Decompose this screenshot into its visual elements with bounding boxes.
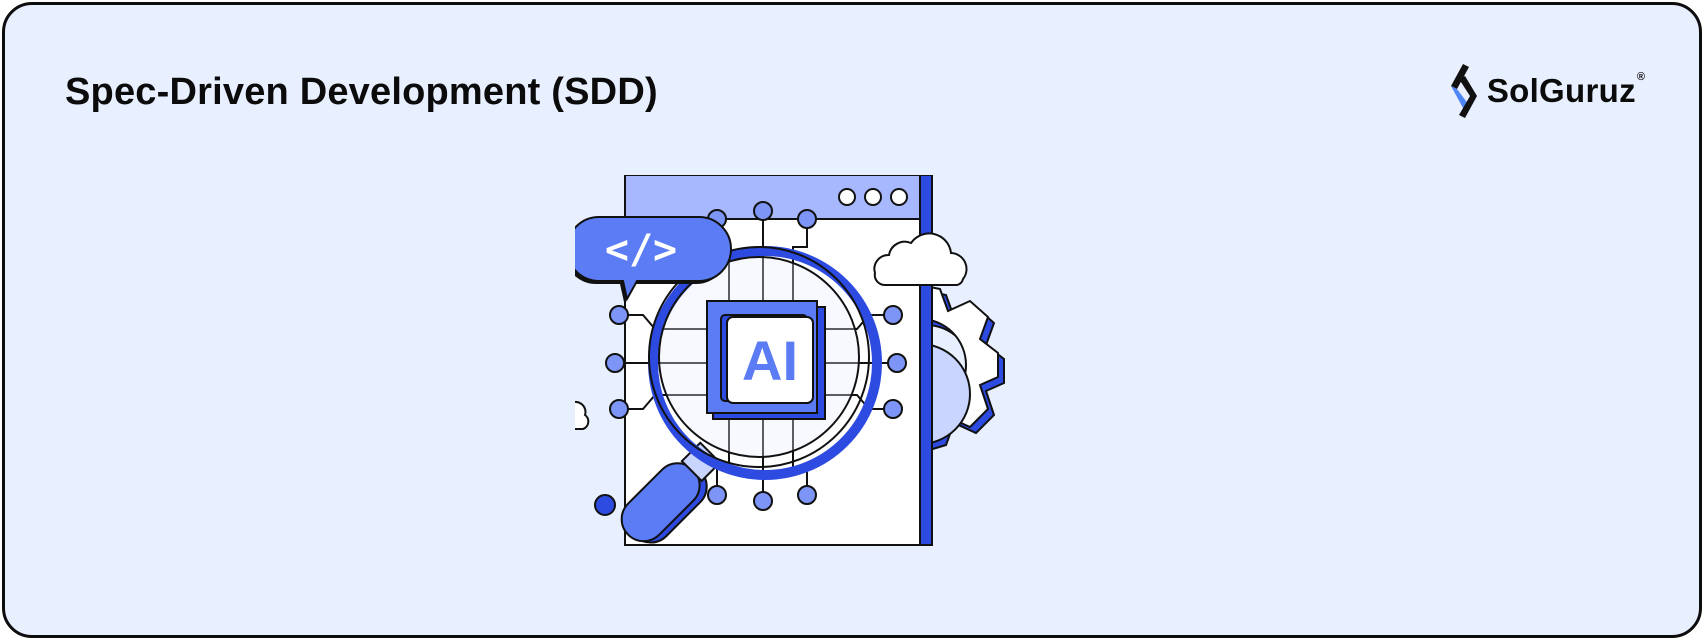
brand-logo: SolGuruz ® — [1443, 61, 1645, 121]
ai-chip-label: AI — [742, 329, 798, 392]
brand-name: SolGuruz — [1486, 72, 1636, 109]
ai-chip-icon: AI — [706, 300, 826, 420]
code-tag-label: </> — [605, 227, 677, 273]
solguruz-logo-icon — [1450, 64, 1477, 118]
cloud-icon — [873, 232, 968, 287]
circuit-nodes — [605, 201, 907, 511]
circuit-lines — [615, 213, 897, 501]
registered-mark: ® — [1636, 71, 1645, 83]
sdd-illustration: AI </> — [575, 175, 1005, 546]
cloud-icon — [575, 400, 590, 430]
code-tag-bubble-icon: </> — [575, 216, 732, 302]
page-title: Spec-Driven Development (SDD) — [65, 71, 658, 113]
